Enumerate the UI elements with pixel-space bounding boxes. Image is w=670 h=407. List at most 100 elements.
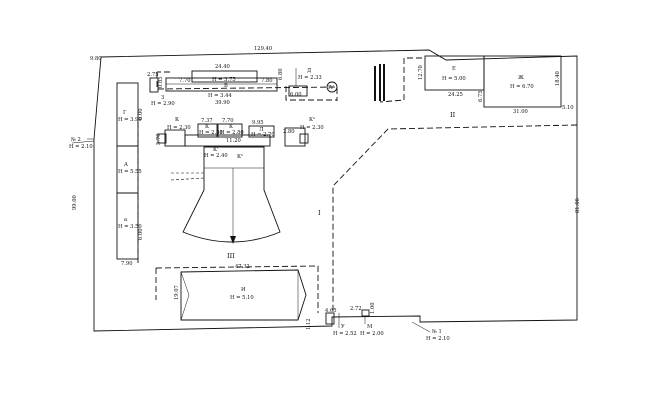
building-e: [424, 55, 485, 91]
label-u-h: H = 2.52: [333, 331, 357, 337]
dim-e-width: 24.25: [448, 92, 463, 98]
dim-right: 81.00: [575, 198, 581, 213]
label-l-h: H = 2.70: [251, 132, 275, 138]
label-n1: № 1: [432, 329, 442, 335]
label-n1-h: H = 2.10: [426, 336, 450, 342]
dim-strip-side: 6.00: [138, 108, 144, 120]
label-k4-h: H = 2.30: [300, 125, 324, 131]
bar-3: [383, 64, 385, 101]
label-d-h: H = 2.33: [298, 75, 322, 81]
dim-i-height: 19.07: [174, 285, 180, 300]
node-left: [157, 133, 167, 144]
label-b-h2: H = 3.44: [208, 93, 232, 99]
building-zh: [483, 55, 562, 108]
label-zone-iii: III: [227, 252, 235, 260]
dim-strip-bottom: 7.90: [121, 261, 133, 267]
building-g: [116, 82, 139, 260]
label-k3: К: [229, 124, 233, 130]
dim-small-b: 0.85: [158, 76, 164, 88]
building-z: [149, 77, 159, 93]
building-v-upper: [191, 70, 258, 83]
label-k4: Кⁿ: [309, 117, 315, 123]
k-dashed: [170, 172, 205, 181]
dim-b-top: 24.40: [215, 64, 230, 70]
dim-b-width: 39.90: [215, 100, 230, 106]
label-n2: № 2: [71, 137, 81, 143]
building-v: [165, 77, 278, 92]
label-m-h: H = 2.00: [360, 331, 384, 337]
label-k5-h: H = 2.40: [204, 153, 228, 159]
bar-2: [379, 64, 381, 101]
building-d: [288, 85, 308, 97]
fan-arrow: [230, 236, 236, 244]
label-k3-h: H = 2.80: [220, 130, 244, 136]
dim-b-left: 7.70: [179, 78, 191, 84]
dim-m-a: 4.65: [325, 308, 337, 314]
label-zone-iv: IV: [328, 85, 334, 91]
dim-k-s: 5.70: [156, 133, 162, 145]
dim-b-h1: 6.80: [278, 68, 284, 80]
center-dashed: [156, 71, 338, 101]
dim-left: 99.00: [72, 195, 78, 210]
dim-m-b: 2.72: [350, 306, 362, 312]
dim-k-h: 11.20: [226, 138, 241, 144]
bar-1: [374, 66, 376, 101]
building-k3: [217, 123, 243, 138]
zone-ii-dashed: [379, 57, 422, 103]
label-a2-h: H = 3.50: [118, 224, 142, 230]
building-m: [361, 309, 370, 317]
dim-e-height: 12.70: [418, 65, 424, 80]
label-b-h1: H = 3.75: [212, 77, 236, 83]
label-z: З: [161, 95, 164, 101]
dim-i-width: 47.32: [235, 264, 250, 270]
label-zh-h: H = 6.70: [510, 84, 534, 90]
dim-right-top: 5.10: [562, 105, 574, 111]
node-right: [299, 133, 309, 144]
label-a2: а: [124, 217, 127, 223]
label-zone-ii: II: [450, 111, 456, 119]
label-m: М: [367, 324, 373, 330]
n1-leader: [411, 321, 431, 333]
building-k-right: [284, 127, 306, 147]
label-i: И: [241, 287, 246, 293]
dim-strip-a: 6.00: [138, 228, 144, 240]
dim-corner-l: 1.12: [306, 318, 312, 330]
label-d: Д: [307, 68, 311, 74]
label-g-h: H = 3.90: [118, 117, 142, 123]
label-n2-h: H = 2.10: [69, 144, 93, 150]
dim-top-left: 9.80: [90, 56, 102, 62]
zone-iv-marker: [326, 81, 338, 93]
dim-f-width: 31.00: [513, 109, 528, 115]
building-i: [180, 269, 307, 321]
label-k-h: H = 2.30: [167, 125, 191, 131]
label-k6: Кⁿ: [237, 154, 243, 160]
label-g: Г: [123, 110, 127, 116]
label-a: А: [124, 162, 128, 168]
building-k2: [197, 123, 218, 138]
label-k5: К': [213, 147, 218, 153]
dim-l-w2: 2.80: [283, 129, 295, 135]
dim-f-gap: 6.75: [478, 90, 484, 102]
building-i-roof2: [180, 294, 190, 321]
label-b: В: [224, 83, 228, 89]
dim-k-a: 7.37: [201, 118, 213, 124]
dim-l-w: 9.95: [252, 120, 264, 126]
label-z-h: H = 2.90: [151, 101, 175, 107]
building-k-left: [164, 129, 186, 147]
dim-d-width: 6.00: [290, 92, 302, 98]
building-u: [325, 312, 335, 325]
label-u: У: [341, 324, 345, 330]
building-k-center: [184, 134, 271, 147]
n2-leader: [71, 140, 95, 144]
label-k2-h: H = 2.80: [199, 130, 223, 136]
label-e-h: H = 5.00: [442, 76, 466, 82]
label-l: Л: [259, 127, 264, 133]
site-boundary: [93, 49, 578, 332]
label-e: Е: [452, 66, 456, 72]
dim-m-d: 1.00: [370, 302, 376, 314]
bottom-dashed: [155, 265, 319, 313]
label-k: К: [175, 117, 179, 123]
building-i-roof: [180, 271, 190, 296]
fan-building: [182, 146, 281, 243]
